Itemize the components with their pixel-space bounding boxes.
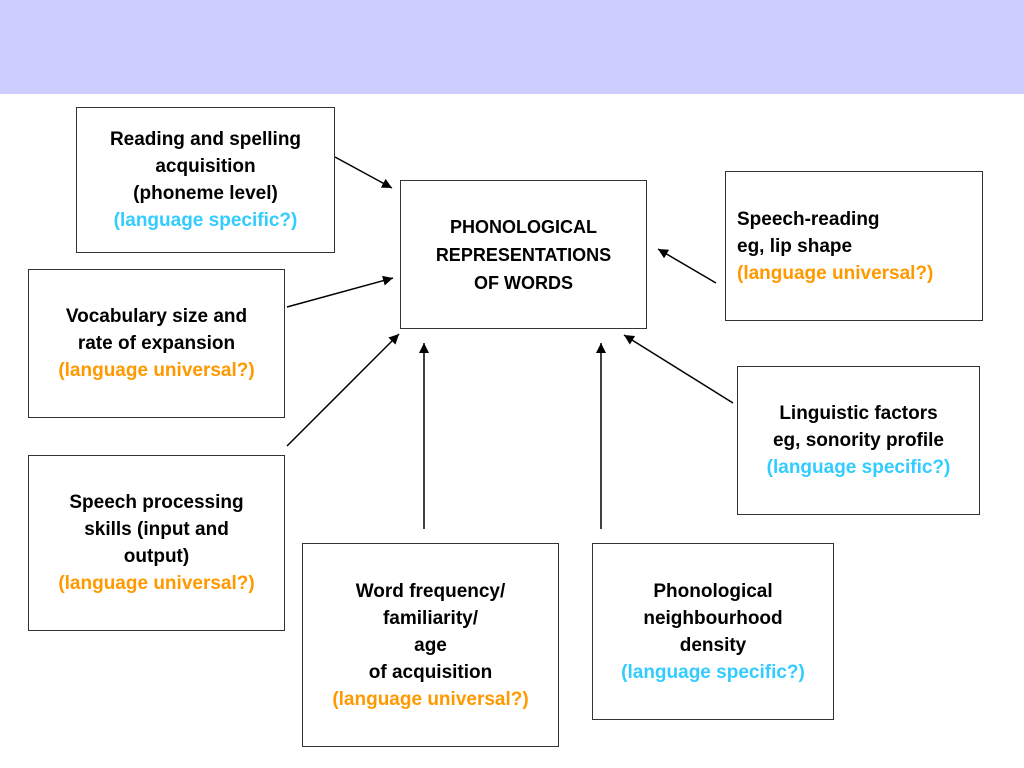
vocabulary-box: Vocabulary size and rate of expansion (l… [28, 269, 285, 418]
arrow-linguistic-to-center [623, 334, 734, 404]
vocabulary-tag: (language universal?) [58, 360, 255, 381]
neighbourhood-tag: (language specific?) [621, 661, 805, 683]
center-line-1: PHONOLOGICAL [450, 216, 597, 237]
speech-processing-tag: (language universal?) [58, 573, 255, 594]
neighbourhood-line-3: density [679, 634, 747, 656]
speech-reading-box: Speech-reading eg, lip shape (language u… [725, 171, 983, 321]
header-band [0, 0, 1024, 94]
linguistic-tag: (language specific?) [766, 457, 951, 478]
phonological-representations-box: PHONOLOGICAL REPRESENTATIONS OF WORDS [400, 180, 647, 329]
arrow-speech-processing-to-center [286, 333, 400, 447]
speech-processing-line-1: Speech processing [69, 492, 244, 513]
neighbourhood-line-1: Phonological [653, 580, 773, 602]
center-line-2: REPRESENTATIONS [435, 244, 612, 265]
word-frequency-line-3: age [414, 634, 447, 656]
speech-reading-line-2: eg, lip shape [737, 235, 853, 257]
word-frequency-line-2: familiarity/ [382, 607, 479, 629]
arrow-speech-reading-to-center [657, 248, 717, 284]
linguistic-factors-box: Linguistic factors eg, sonority profile … [737, 366, 980, 515]
word-frequency-tag: (language universal?) [332, 688, 529, 710]
linguistic-line-1: Linguistic factors [779, 403, 938, 424]
neighbourhood-line-2: neighbourhood [643, 607, 783, 629]
vocabulary-line-2: rate of expansion [77, 333, 236, 354]
word-frequency-box: Word frequency/ familiarity/ age of acqu… [302, 543, 559, 747]
arrow-vocabulary-to-center [286, 275, 394, 308]
neighbourhood-density-box: Phonological neighbourhood density (lang… [592, 543, 834, 720]
reading-tag: (language specific?) [113, 210, 298, 231]
speech-processing-line-2: skills (input and [84, 519, 229, 540]
reading-line-2: acquisition [155, 156, 256, 177]
speech-processing-box: Speech processing skills (input and outp… [28, 455, 285, 631]
linguistic-line-2: eg, sonority profile [772, 430, 945, 451]
speech-processing-line-3: output) [123, 546, 190, 567]
reading-spelling-box: Reading and spelling acquisition (phonem… [76, 107, 335, 253]
speech-reading-line-1: Speech-reading [737, 208, 880, 230]
arrow-reading-to-center [334, 156, 393, 189]
reading-line-1: Reading and spelling [109, 129, 302, 150]
vocabulary-line-1: Vocabulary size and [65, 306, 248, 327]
speech-reading-tag: (language universal?) [737, 262, 934, 284]
reading-line-3: (phoneme level) [133, 183, 278, 204]
center-line-3: OF WORDS [474, 272, 573, 293]
word-frequency-line-4: of acquisition [368, 661, 493, 683]
word-frequency-line-1: Word frequency/ [355, 580, 506, 602]
